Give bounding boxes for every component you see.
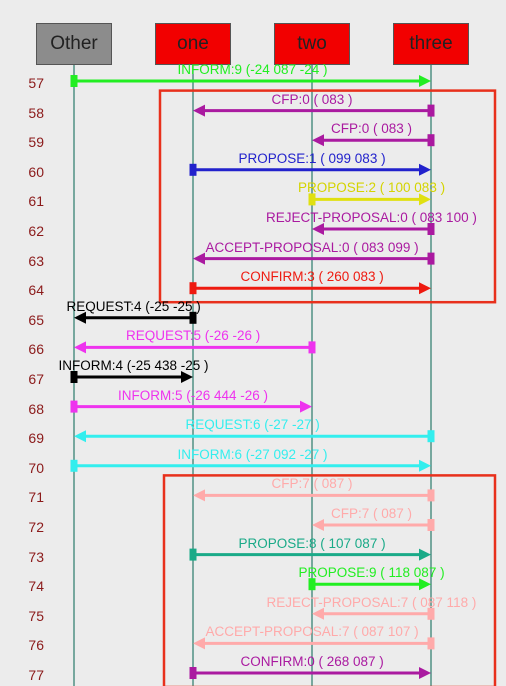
message-label: INFORM:6 (-27 092 -27 )	[177, 446, 328, 462]
row-number: 68	[28, 400, 44, 417]
message-label: REJECT-PROPOSAL:7 ( 087 118 )	[266, 594, 477, 610]
message-label: CFP:0 ( 083 )	[331, 121, 413, 137]
arrow-head-icon	[312, 134, 324, 147]
row-number: 63	[28, 252, 44, 269]
row-number: 66	[28, 341, 44, 358]
agent-header-other: Other	[36, 23, 112, 65]
row-number: 59	[28, 134, 44, 151]
row-number: 75	[28, 607, 44, 624]
message-arrow	[312, 223, 435, 235]
row-number: 71	[28, 489, 44, 506]
row-number: 67	[28, 371, 44, 387]
message-arrow	[70, 75, 431, 87]
message-arrow	[189, 667, 431, 679]
message-label: PROPOSE:1 ( 099 083 )	[238, 150, 386, 166]
row-number: 60	[28, 163, 44, 180]
row-number: 74	[28, 578, 44, 595]
message-arrow	[308, 578, 431, 591]
conversation-group-box	[158, 89, 497, 304]
row-number: 58	[28, 104, 44, 121]
arrow-head-icon	[419, 163, 431, 176]
arrow-head-icon	[74, 311, 86, 324]
message-label: CFP:0 ( 083 )	[271, 91, 353, 107]
message-label: INFORM:9 (-24 087 -24 )	[177, 62, 328, 77]
arrow-head-icon	[419, 193, 431, 206]
message-label: INFORM:4 (-25 438 -25 )	[58, 358, 209, 373]
message-label: REQUEST:6 (-27 -27 )	[185, 417, 320, 433]
arrow-head-icon	[193, 489, 205, 502]
message-label: CONFIRM:3 ( 260 083 )	[240, 269, 384, 285]
message-arrow	[74, 430, 435, 443]
message-arrow	[308, 193, 431, 206]
message-arrow	[74, 341, 316, 354]
row-number: 64	[28, 282, 44, 299]
arrow-head-icon	[181, 371, 193, 383]
message-arrow	[312, 134, 435, 147]
arrow-head-icon	[74, 341, 86, 354]
arrow-head-icon	[193, 252, 205, 265]
row-number: 62	[28, 223, 44, 239]
arrow-head-icon	[419, 75, 431, 87]
message-arrow	[189, 163, 431, 176]
message-label: CONFIRM:0 ( 268 087 )	[240, 654, 384, 669]
message-label: ACCEPT-PROPOSAL:7 ( 087 107 )	[205, 624, 419, 640]
arrow-head-icon	[300, 400, 312, 413]
arrow-head-icon	[312, 223, 324, 235]
message-arrow	[312, 519, 435, 531]
message-label: REQUEST:5 (-26 -26 )	[126, 328, 261, 344]
agent-header-one: one	[155, 23, 231, 65]
message-label: INFORM:5 (-26 444 -26 )	[118, 387, 269, 403]
message-label: PROPOSE:9 ( 118 087 )	[298, 565, 445, 581]
message-arrow	[189, 282, 431, 295]
row-number: 77	[28, 667, 44, 683]
arrow-head-icon	[419, 578, 431, 591]
message-label: PROPOSE:2 ( 100 083 )	[298, 180, 446, 196]
message-arrow	[193, 637, 435, 650]
row-number: 72	[28, 519, 44, 535]
message-arrow	[70, 400, 312, 413]
arrow-head-icon	[312, 607, 324, 620]
message-arrow	[70, 459, 431, 472]
message-label: CFP:7 ( 087 )	[331, 506, 413, 521]
row-number: 76	[28, 637, 44, 654]
message-arrow	[312, 607, 435, 620]
message-arrow	[193, 104, 435, 117]
message-arrow	[193, 489, 435, 502]
row-number: 70	[28, 459, 44, 476]
row-number: 65	[28, 311, 44, 328]
arrow-head-icon	[419, 667, 431, 679]
row-number: 61	[28, 193, 44, 210]
message-arrow	[70, 371, 193, 383]
arrow-head-icon	[419, 282, 431, 295]
row-number: 57	[28, 75, 44, 91]
message-arrow	[74, 311, 197, 324]
arrow-head-icon	[74, 430, 86, 443]
arrow-head-icon	[419, 459, 431, 472]
message-label: ACCEPT-PROPOSAL:0 ( 083 099 )	[205, 239, 419, 255]
arrow-head-icon	[193, 637, 205, 650]
arrow-head-icon	[193, 104, 205, 117]
message-arrow	[193, 252, 435, 265]
conversation-group-box	[162, 474, 497, 686]
message-label: REQUEST:4 (-25 -25 )	[66, 298, 201, 314]
message-label: REJECT-PROPOSAL:0 ( 083 100 )	[266, 210, 477, 225]
arrow-head-icon	[312, 519, 324, 531]
row-number: 69	[28, 430, 44, 447]
message-label: CFP:7 ( 087 )	[271, 476, 353, 492]
arrow-head-icon	[419, 548, 431, 561]
row-number: 73	[28, 548, 44, 565]
agent-header-three: three	[393, 23, 469, 65]
message-arrow	[189, 548, 431, 561]
message-label: PROPOSE:8 ( 107 087 )	[238, 535, 386, 551]
agent-header-two: two	[274, 23, 350, 65]
